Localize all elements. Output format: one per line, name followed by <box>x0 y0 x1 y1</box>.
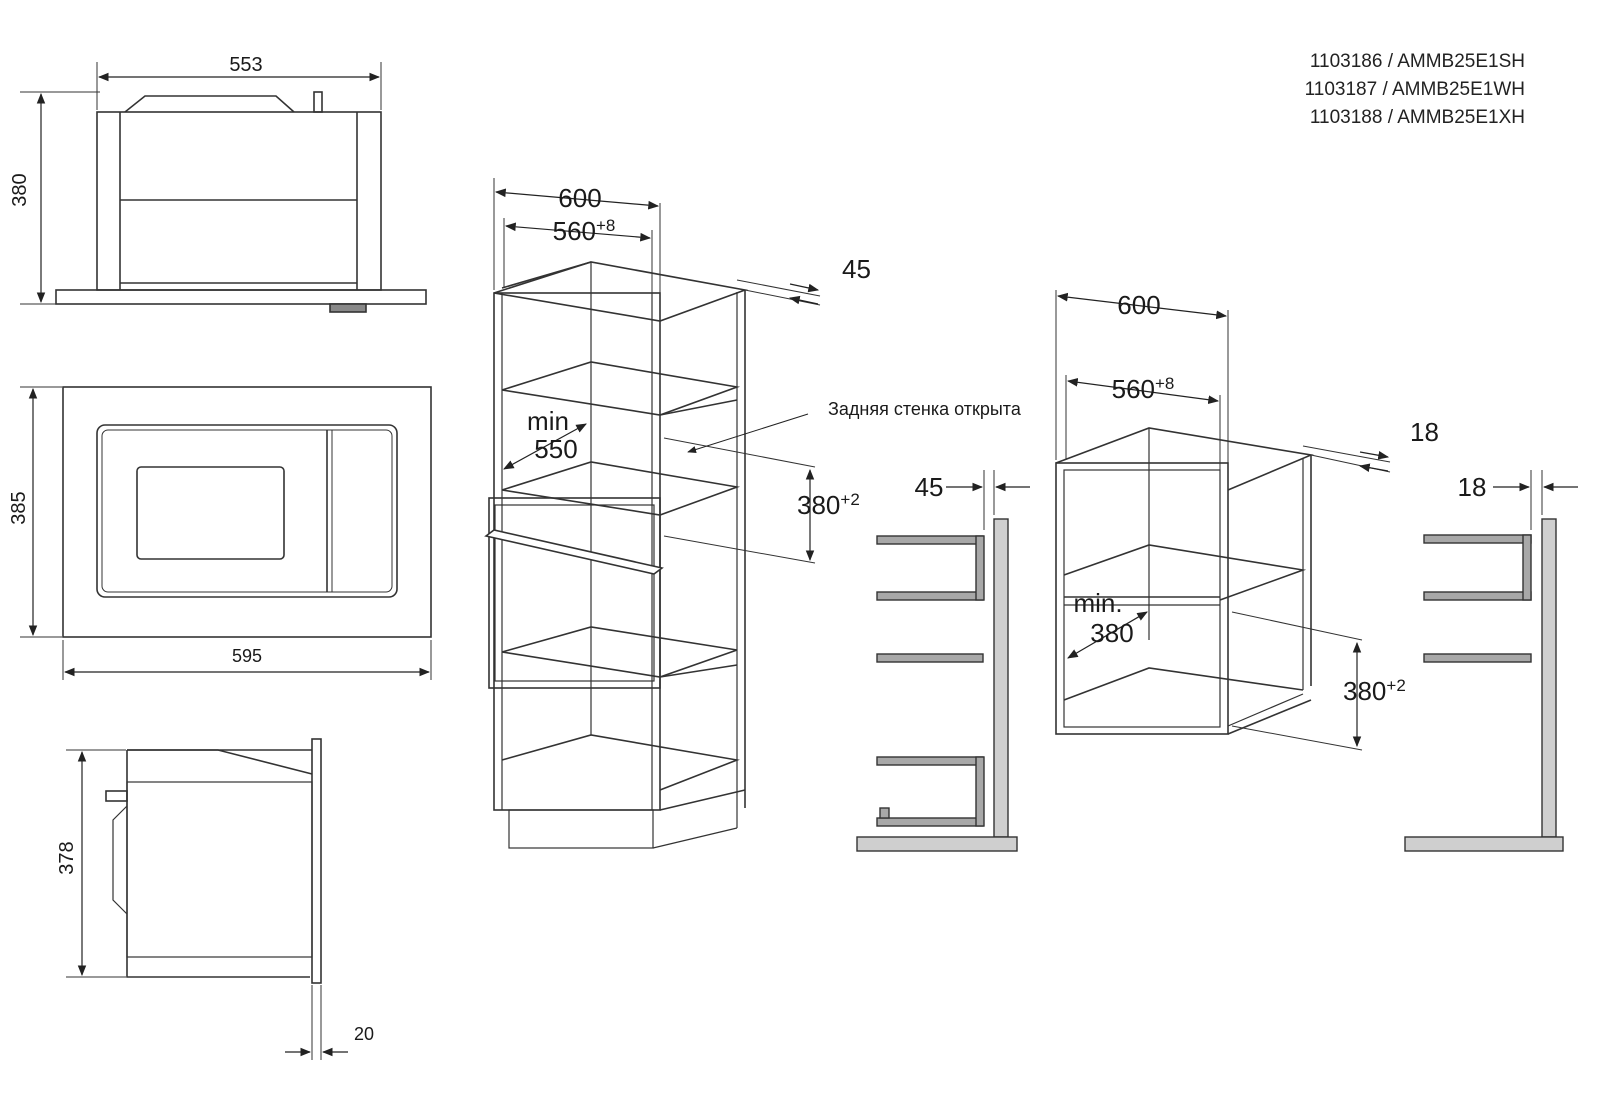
tall-min-label: min <box>527 406 569 436</box>
rear-wall-note: Задняя стенка открыта <box>828 399 1022 419</box>
wall-panel-label: 18 <box>1410 417 1439 447</box>
tall-cabinet <box>484 178 821 849</box>
top-width-label: 553 <box>229 54 262 76</box>
tall-opening-tol: +2 <box>840 490 859 509</box>
front-view <box>20 386 432 680</box>
wall-section <box>1404 470 1578 852</box>
wall-min-label: min. <box>1073 588 1122 618</box>
side-view <box>66 738 348 1060</box>
tall-inner-width-text: 560+8 <box>553 216 616 246</box>
wall-inner-width-text: 560+8 <box>1112 374 1175 404</box>
tall-inner-width-tol: +8 <box>596 216 615 235</box>
top-view-front-panel <box>55 289 427 305</box>
oven-handle <box>484 529 664 575</box>
front-view-window <box>136 466 285 560</box>
front-view-frame <box>62 386 432 638</box>
wall-section-panel <box>1541 518 1557 838</box>
tall-opening-label: 380 <box>797 490 840 520</box>
wall-cabinet-front <box>1055 462 1229 735</box>
front-height-label: 385 <box>8 491 30 524</box>
side-view-panel <box>311 738 322 984</box>
wall-section-panel-label: 18 <box>1458 472 1487 502</box>
tall-section-panel-label: 45 <box>915 472 944 502</box>
tall-section-panel <box>993 518 1009 838</box>
tall-inner-width-label: 560 <box>553 216 596 246</box>
wall-min-depth-label: 380 <box>1090 618 1133 648</box>
model-list: 1103186 / AMMB25E1SH 1103187 / AMMB25E1W… <box>1305 48 1525 132</box>
wall-opening-text: 380+2 <box>1343 676 1406 706</box>
model-line-1: 1103186 / AMMB25E1SH <box>1309 51 1525 72</box>
tall-section-base <box>856 836 1018 852</box>
side-view-body <box>126 750 310 978</box>
wall-opening-label: 380 <box>1343 676 1386 706</box>
tall-section <box>856 470 1030 852</box>
wall-outer-width-label: 600 <box>1117 290 1160 320</box>
top-view <box>20 62 427 313</box>
tall-min-depth-label: 550 <box>534 434 577 464</box>
side-height-label: 378 <box>56 841 78 874</box>
wall-inner-width-tol: +8 <box>1155 374 1174 393</box>
model-line-3: 1103188 / AMMB25E1XH <box>1309 107 1525 128</box>
wall-inner-width-label: 560 <box>1112 374 1155 404</box>
tall-cabinet-oven <box>488 497 661 689</box>
model-line-2: 1103187 / AMMB25E1WH <box>1304 79 1525 100</box>
front-view-door <box>96 424 398 598</box>
tall-outer-width-label: 600 <box>558 183 601 213</box>
tall-panel-label: 45 <box>842 254 871 284</box>
top-view-body <box>96 111 382 291</box>
front-width-label: 595 <box>232 646 262 666</box>
wall-opening-tol: +2 <box>1386 676 1405 695</box>
wall-cabinet <box>1055 290 1391 751</box>
top-view-handle <box>124 95 295 113</box>
side-depth-label: 20 <box>354 1024 374 1044</box>
wall-section-base <box>1404 836 1564 852</box>
tall-opening-text: 380+2 <box>797 490 860 520</box>
top-height-label: 380 <box>9 173 31 206</box>
